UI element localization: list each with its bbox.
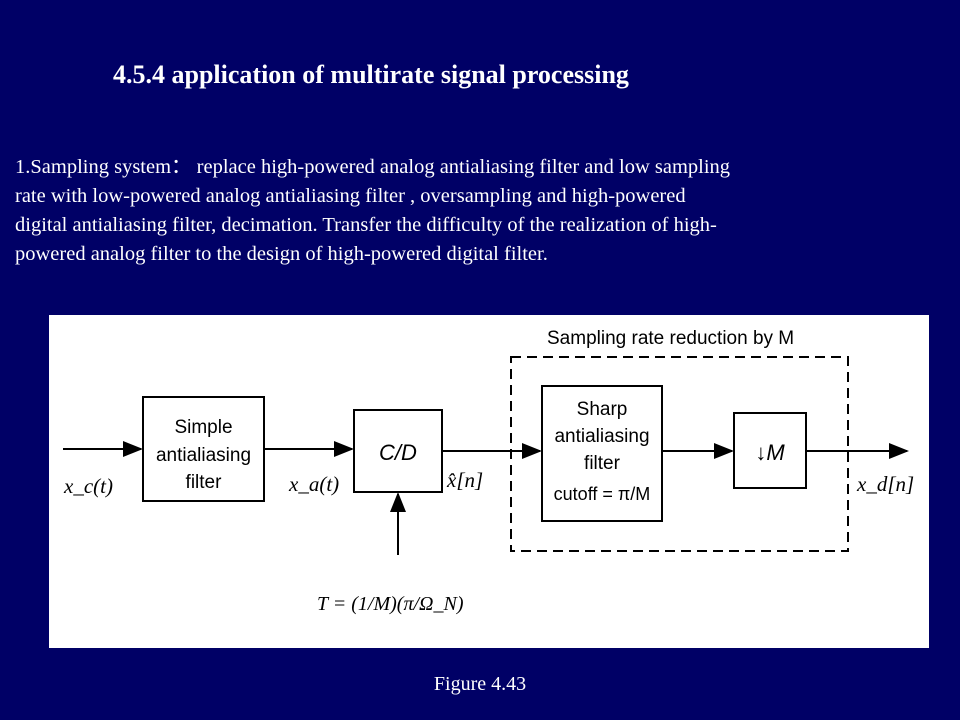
paragraph-line: rate with low-powered analog antialiasin… [15, 185, 686, 207]
sharp-antialiasing-filter-block [541, 385, 663, 522]
block1-line: antialiasing [156, 445, 251, 466]
filtered-signal-label: x_a(t) [288, 472, 339, 496]
sampling-period-formula: T = (1/M)(π/Ω_N) [317, 593, 464, 615]
paragraph-line: powered analog filter to the design of h… [15, 243, 548, 265]
downsampler-label: ↓M [755, 440, 785, 465]
input-signal-label: x_c(t) [63, 474, 113, 498]
block3-line: antialiasing [554, 426, 649, 447]
block1-line: Simple [174, 417, 232, 438]
block3-line: cutoff = π/M [554, 484, 651, 504]
paragraph-line: digital antialiasing filter, decimation.… [15, 214, 717, 236]
sampled-signal-label: x̂[n] [446, 468, 483, 492]
paragraph-line: 1.Sampling system： replace high-powered … [15, 156, 731, 178]
block3-line: Sharp [577, 399, 628, 420]
sampling-rate-reduction-label: Sampling rate reduction by M [547, 328, 794, 349]
cd-converter-label: C/D [379, 440, 417, 465]
block3-line: filter [584, 453, 621, 474]
block-diagram-figure: Sampling rate reduction by M Simple anti… [49, 315, 929, 648]
block1-line: filter [186, 472, 223, 493]
slide-paragraph: 1.Sampling system： replace high-powered … [15, 153, 945, 269]
figure-caption: Figure 4.43 [433, 673, 527, 695]
block-diagram: Sampling rate reduction by M Simple anti… [63, 328, 914, 615]
sampling-rate-reduction-box [510, 356, 849, 552]
output-signal-label: x_d[n] [856, 472, 914, 496]
slide-title: 4.5.4 application of multirate signal pr… [113, 60, 629, 89]
